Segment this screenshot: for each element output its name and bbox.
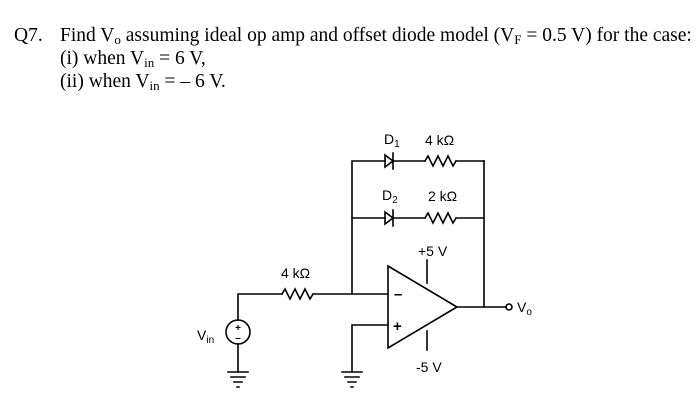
assumption-text: assuming ideal op amp and offset diode m… (120, 25, 515, 46)
wire-source-top (237, 293, 283, 321)
question-text: Q7. Find Vo assuming ideal op amp and off… (14, 24, 694, 93)
label-r-d1: 4 kΩ (425, 132, 454, 148)
resistor-d2 (423, 211, 458, 225)
label-vout: Vo (517, 299, 532, 318)
case-2-prefix: (ii) when V (60, 71, 150, 92)
question-case-2: (ii) when Vin = – 6 V. (14, 70, 694, 93)
question-case-1: (i) when Vin = 6 V, (14, 47, 694, 70)
vf-value-text: = 0.5 V) for the case: (521, 25, 692, 46)
question-number: Q7. (14, 25, 43, 46)
feedback-left-rail (351, 160, 386, 295)
label-source-plus: + (235, 323, 241, 334)
resistor-in (280, 287, 315, 301)
case-1-prefix: (i) when V (60, 48, 145, 69)
case-1-value: = 6 V, (154, 48, 206, 69)
label-inverting: – (394, 286, 402, 303)
case-2-value: = – 6 V. (159, 71, 226, 92)
resistor-d1 (423, 154, 458, 168)
vo-subscript: o (114, 32, 121, 47)
label-source-minus: – (235, 333, 241, 344)
label-d1: D1 (384, 131, 400, 150)
ground-source (227, 371, 249, 388)
ground-noninverting (341, 371, 363, 388)
label-d2: D2 (382, 187, 398, 206)
label-noninverting: + (393, 318, 402, 335)
diode-d1 (384, 152, 395, 170)
output-terminal (505, 303, 513, 311)
diode-d2 (384, 209, 395, 227)
label-r-in: 4 kΩ (281, 265, 310, 281)
label-r-d2: 2 kΩ (428, 188, 457, 204)
case-1-subscript: in (144, 55, 155, 70)
voltage-source (225, 319, 251, 345)
case-2-subscript: in (149, 78, 160, 93)
question-line-1: Q7. Find Vo assuming ideal op amp and off… (14, 24, 694, 47)
label-vminus: -5 V (416, 359, 442, 375)
op-amp-body (387, 264, 459, 350)
find-text: Find V (60, 25, 115, 46)
vf-subscript: F (514, 32, 522, 47)
wire-noninverting (351, 324, 389, 373)
label-vplus: +5 V (418, 243, 448, 259)
label-vin: Vin (197, 327, 214, 346)
